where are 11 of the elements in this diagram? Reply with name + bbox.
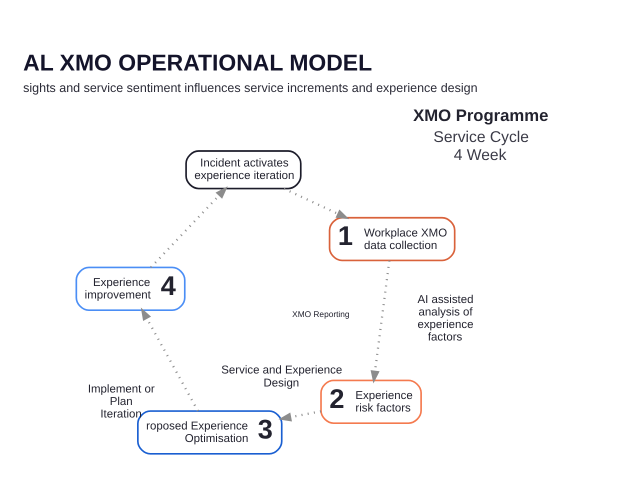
edge-label: AI assisted analysis of experience factors — [417, 294, 474, 344]
arrow — [150, 186, 228, 268]
caption: sights and service sentiment influences service increments and experience design — [23, 81, 478, 96]
node-text: XMO Programme Service Cycle 4 Week — [413, 106, 548, 164]
arrow — [370, 260, 390, 384]
node-box: Incident activates experience iteration — [185, 150, 302, 190]
arrow — [278, 410, 322, 422]
arrow — [284, 188, 350, 220]
arrow — [140, 307, 199, 412]
diagram-title: AL XMO OPERATIONAL MODEL — [23, 49, 372, 76]
label: XMO Reporting — [292, 309, 350, 320]
